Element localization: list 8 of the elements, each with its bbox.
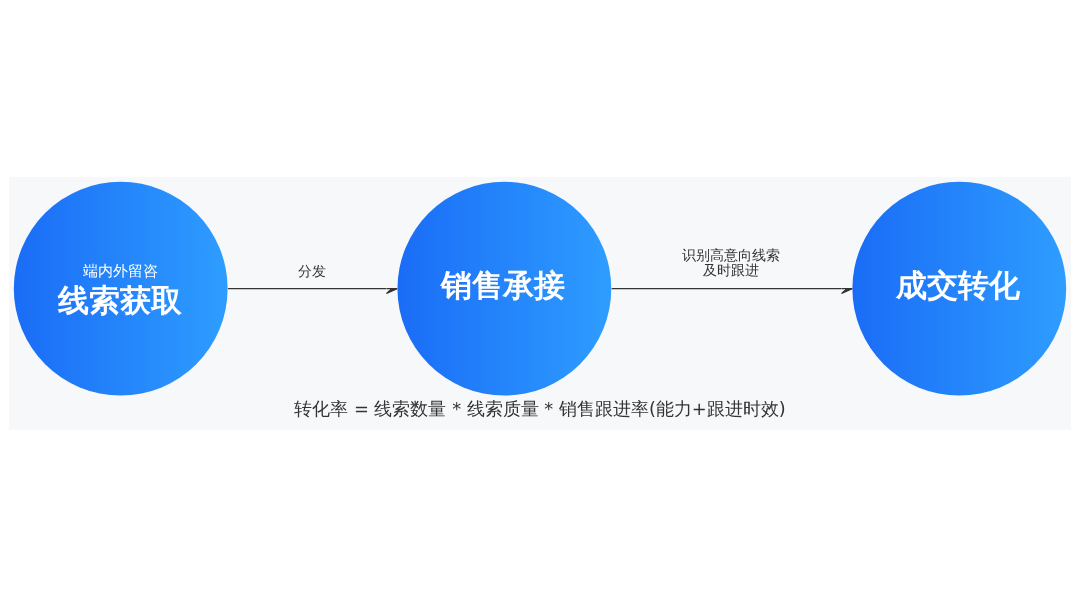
node-circle: 销售承接	[397, 181, 612, 396]
node-circle: 成交转化	[852, 181, 1067, 396]
node-circle: 端内外留咨 线索获取	[13, 181, 228, 396]
arrow	[227, 288, 398, 295]
edge-label: 分发	[298, 262, 327, 279]
caption: 转化率 = 线索数量 * 线索质量 * 销售跟进率(能力+跟进时效)	[294, 397, 786, 419]
edge-label: 识别高意向线索及时跟进	[681, 246, 780, 279]
arrow	[611, 288, 853, 295]
